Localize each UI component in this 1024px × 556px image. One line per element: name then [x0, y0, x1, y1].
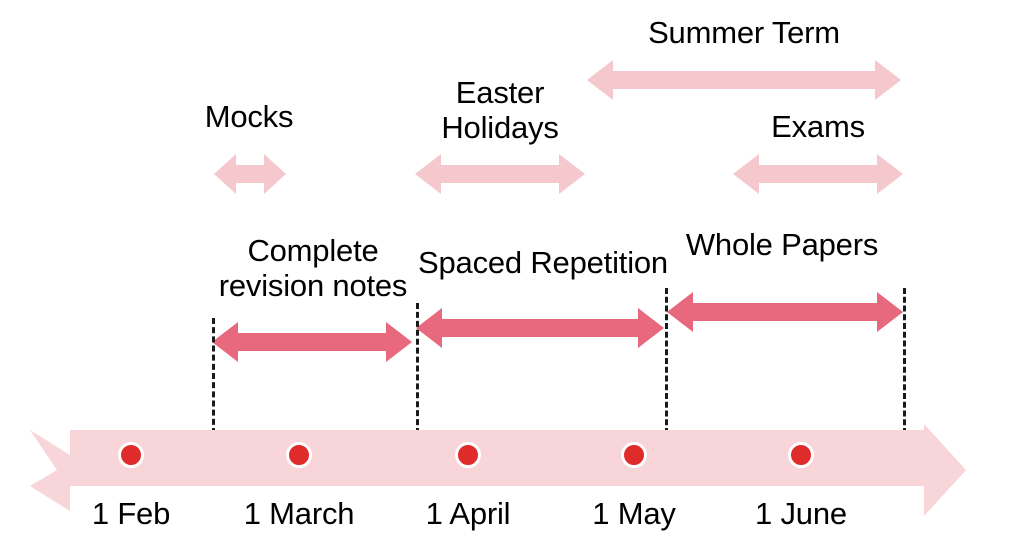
marker-dot-1-feb — [118, 442, 144, 468]
summer-term-label: Summer Term — [648, 15, 840, 50]
complete-revision-notes-label: Complete revision notes — [218, 233, 408, 303]
summer-term-arrow — [587, 60, 901, 100]
date-label-1-june: 1 June — [755, 496, 847, 531]
marker-dot-1-march — [286, 442, 312, 468]
spaced-repetition-arrow — [416, 308, 664, 348]
easter-holidays-arrow — [415, 154, 585, 194]
complete-revision-notes-arrow — [212, 322, 412, 362]
easter-holidays-label: Easter Holidays — [441, 75, 559, 145]
date-label-1-feb: 1 Feb — [91, 496, 171, 531]
spaced-repetition-label: Spaced Repetition — [418, 245, 668, 280]
whole-papers-label: Whole Papers — [685, 227, 879, 262]
divider-line-3 — [665, 288, 668, 434]
date-label-1-april: 1 April — [425, 496, 511, 531]
timeline-arrow-band — [30, 424, 966, 516]
exams-arrow — [733, 154, 903, 194]
whole-papers-arrow — [667, 292, 903, 332]
marker-dot-1-june — [788, 442, 814, 468]
marker-dot-1-may — [621, 442, 647, 468]
date-label-1-may: 1 May — [592, 496, 676, 531]
marker-dot-1-april — [455, 442, 481, 468]
divider-line-2 — [416, 303, 419, 434]
exams-label: Exams — [771, 109, 865, 144]
date-label-1-march: 1 March — [243, 496, 355, 531]
divider-line-4 — [903, 288, 906, 434]
mocks-label: Mocks — [204, 99, 294, 134]
mocks-arrow — [214, 154, 286, 194]
divider-line-1 — [212, 318, 215, 434]
